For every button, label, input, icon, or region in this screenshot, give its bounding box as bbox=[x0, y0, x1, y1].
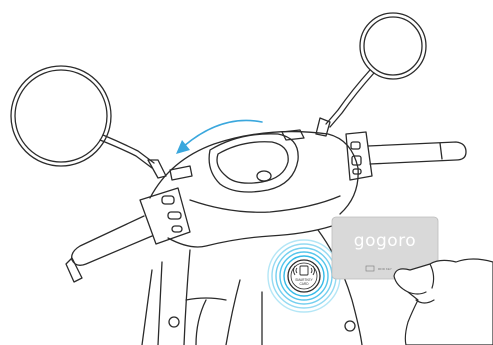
nfc-scanner: SMARTKEY CARD bbox=[268, 240, 340, 312]
scanner-label-line2: CARD bbox=[299, 282, 309, 286]
card-chip-text: RFID KEY bbox=[378, 267, 392, 271]
rotate-arrow-icon bbox=[176, 120, 262, 154]
right-handlebar bbox=[346, 132, 466, 180]
left-handlebar bbox=[66, 188, 190, 282]
right-mirror bbox=[316, 13, 426, 136]
left-mirror bbox=[11, 66, 166, 178]
hand bbox=[394, 259, 493, 345]
card-brand-text: gogoro bbox=[354, 231, 416, 251]
